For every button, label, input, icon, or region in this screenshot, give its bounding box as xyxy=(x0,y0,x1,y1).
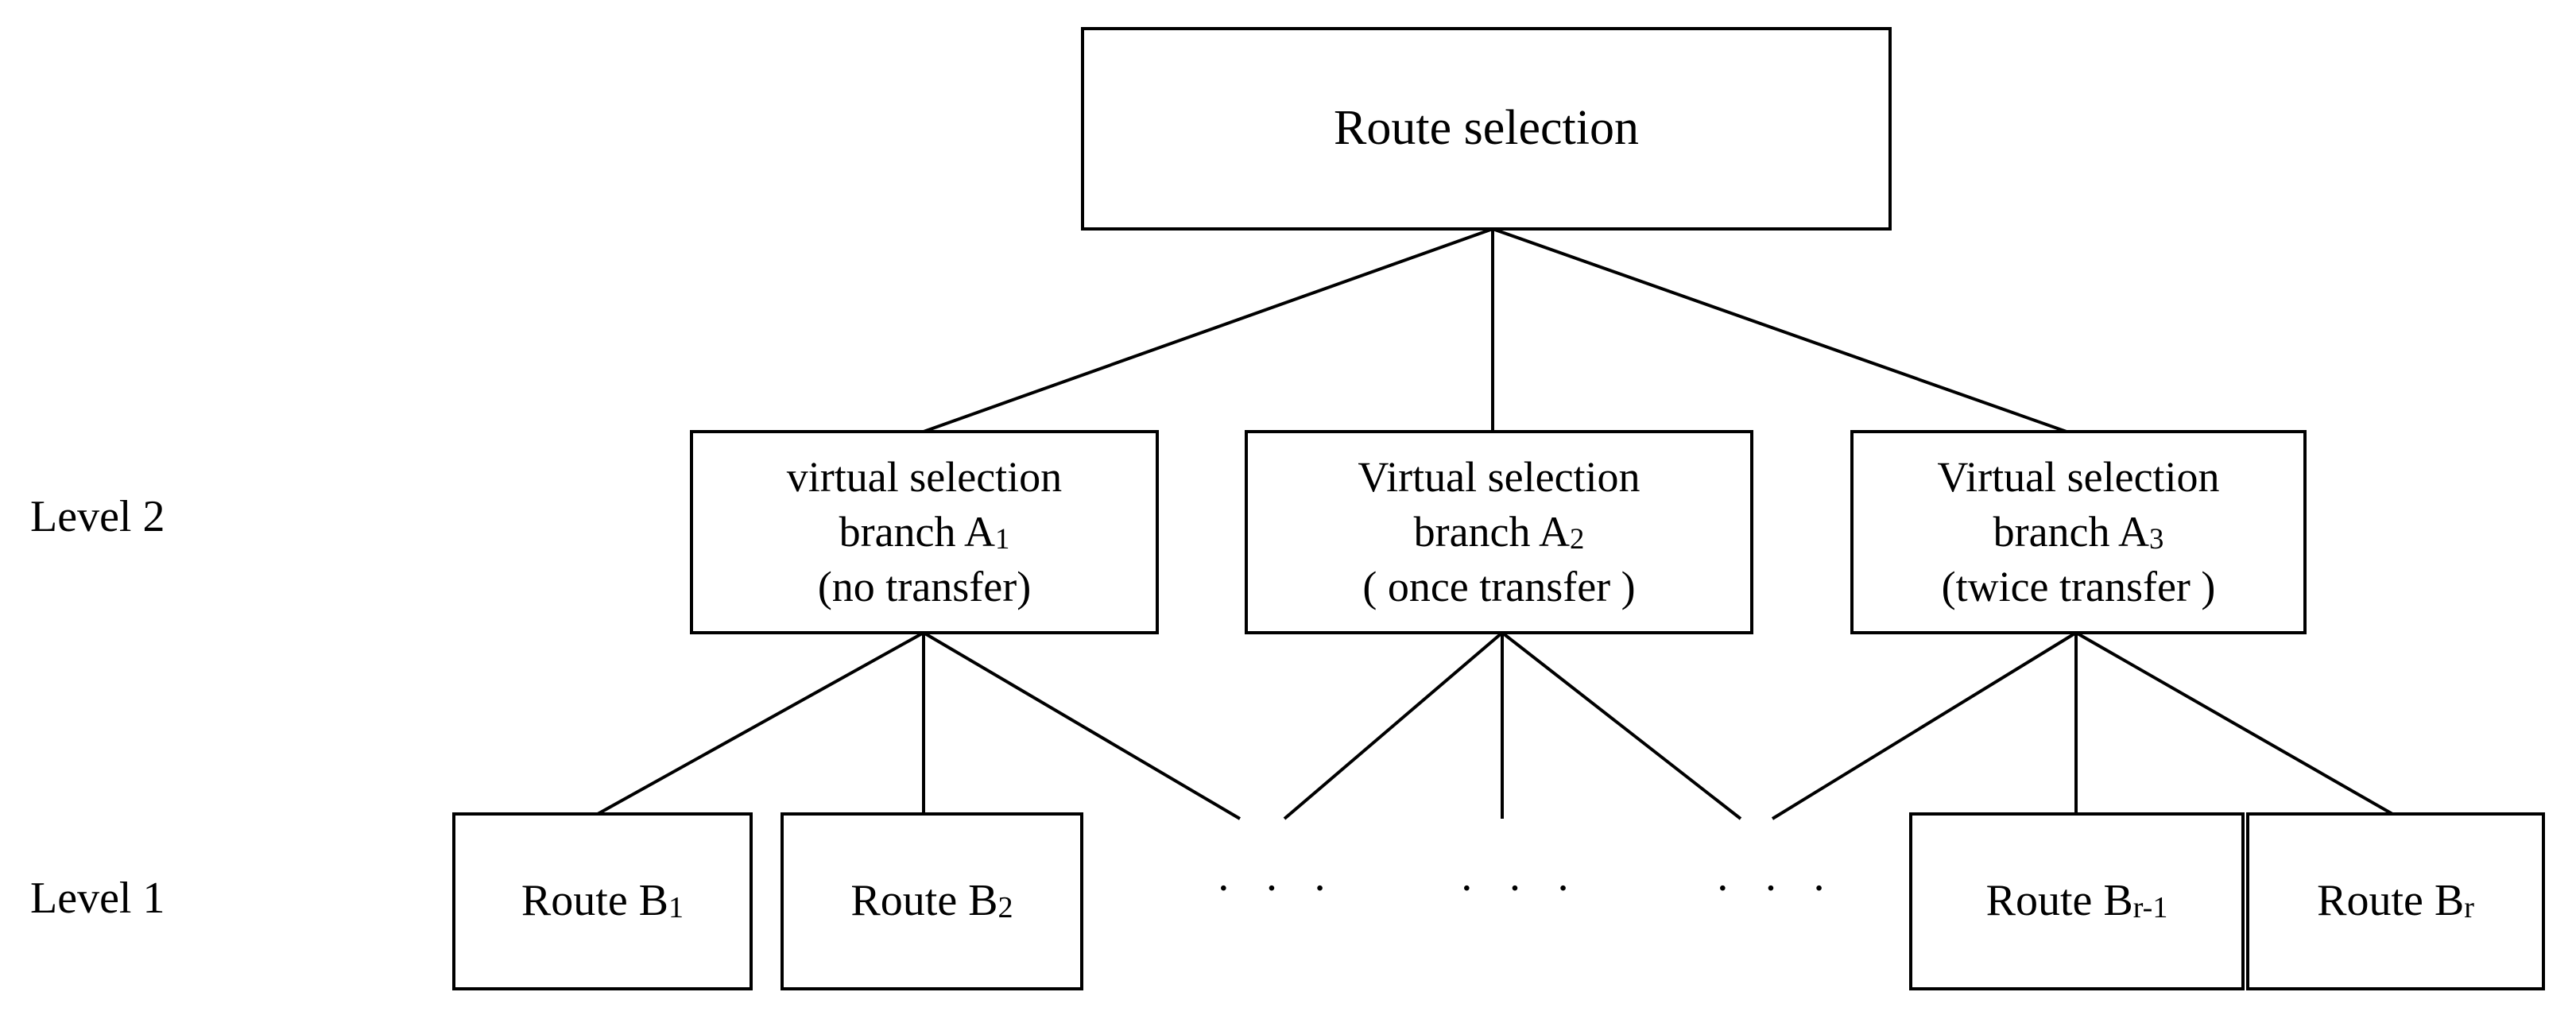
edge-root-a3 xyxy=(1492,227,2067,433)
route-selection-box: Route selection xyxy=(1081,27,1892,231)
route-b1-box: Route B1 xyxy=(452,812,753,990)
level-1-label: Level 1 xyxy=(30,874,165,923)
route-br-box: Route Br xyxy=(2246,812,2545,990)
edge-a1-dots xyxy=(922,631,1242,820)
route-br-minus-1-label: Route Br-1 xyxy=(1985,876,2168,926)
ellipsis-3: · · · xyxy=(1715,864,1838,913)
ellipsis-2: · · · xyxy=(1459,864,1582,913)
route-br-minus-1-box: Route Br-1 xyxy=(1909,812,2245,990)
branch-a2-box: Virtual selection branch A2 ( once trans… xyxy=(1245,430,1753,634)
edge-a2-dots-left xyxy=(1283,631,1504,820)
branch-a3-note: (twice transfer ) xyxy=(1941,563,2216,611)
branch-a3-name: branch A3 xyxy=(1993,507,2164,556)
route-b2-label: Route B2 xyxy=(850,876,1013,926)
branch-a2-note: ( once transfer ) xyxy=(1362,563,1636,611)
ellipsis-1: · · · xyxy=(1216,864,1338,913)
branch-a1-name: branch A1 xyxy=(839,507,1010,556)
edge-a1-b1 xyxy=(597,631,924,816)
level-2-label: Level 2 xyxy=(30,492,165,541)
branch-a1-box: virtual selection branch A1 (no transfer… xyxy=(690,430,1159,634)
edge-a2-dots-right xyxy=(1501,631,1742,820)
branch-a2-title: Virtual selection xyxy=(1358,452,1641,501)
branch-a3-box: Virtual selection branch A3 (twice trans… xyxy=(1850,430,2307,634)
edge-a3-dots xyxy=(1771,631,2078,820)
branch-a1-note: (no transfer) xyxy=(817,563,1032,611)
route-selection-label: Route selection xyxy=(1334,101,1639,156)
edge-root-a1 xyxy=(923,227,1493,433)
route-b2-box: Route B2 xyxy=(781,812,1083,990)
branch-a1-title: virtual selection xyxy=(786,452,1063,501)
route-br-label: Route Br xyxy=(2317,876,2474,926)
branch-a3-title: Virtual selection xyxy=(1937,452,2220,501)
route-b1-label: Route B1 xyxy=(521,876,684,926)
branch-a2-name: branch A2 xyxy=(1413,507,1585,556)
edge-a3-br xyxy=(2075,631,2393,816)
